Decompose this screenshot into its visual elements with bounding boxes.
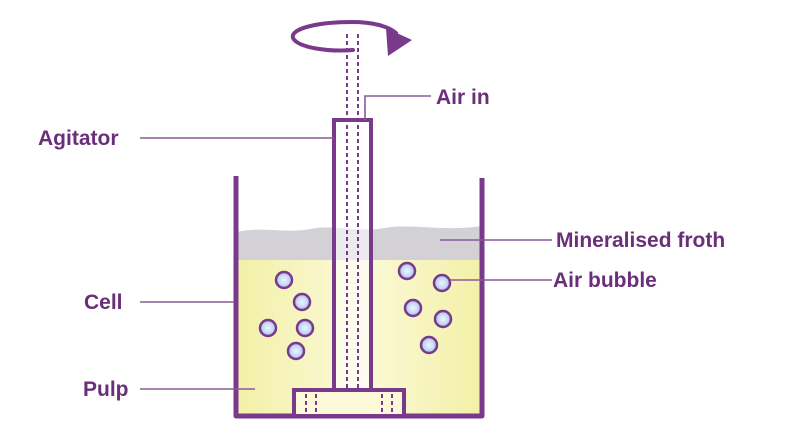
air-bubble	[433, 309, 453, 329]
rotation-arrow-icon	[290, 19, 412, 56]
impeller-air-channels	[305, 394, 393, 414]
air-bubble	[432, 273, 452, 293]
label-agitator: Agitator	[38, 127, 119, 150]
leader-lines	[140, 95, 552, 390]
air-bubbles	[258, 261, 453, 361]
air-bubble	[397, 261, 417, 281]
air-bubble	[295, 318, 315, 338]
air-bubble	[274, 270, 294, 290]
label-pulp: Pulp	[83, 378, 129, 401]
air-bubble	[419, 335, 439, 355]
leader-air-in	[364, 95, 431, 120]
air-bubble	[403, 298, 423, 318]
air-bubble	[292, 292, 312, 312]
air-pipe	[346, 34, 359, 390]
label-air-bubble: Air bubble	[553, 269, 657, 292]
impeller-block	[292, 388, 406, 418]
label-cell: Cell	[84, 291, 123, 314]
label-air-in: Air in	[436, 86, 490, 109]
air-bubble	[286, 341, 306, 361]
air-bubble	[258, 318, 278, 338]
label-mineralised-froth: Mineralised froth	[556, 229, 725, 252]
agitator-shaft	[332, 118, 373, 392]
